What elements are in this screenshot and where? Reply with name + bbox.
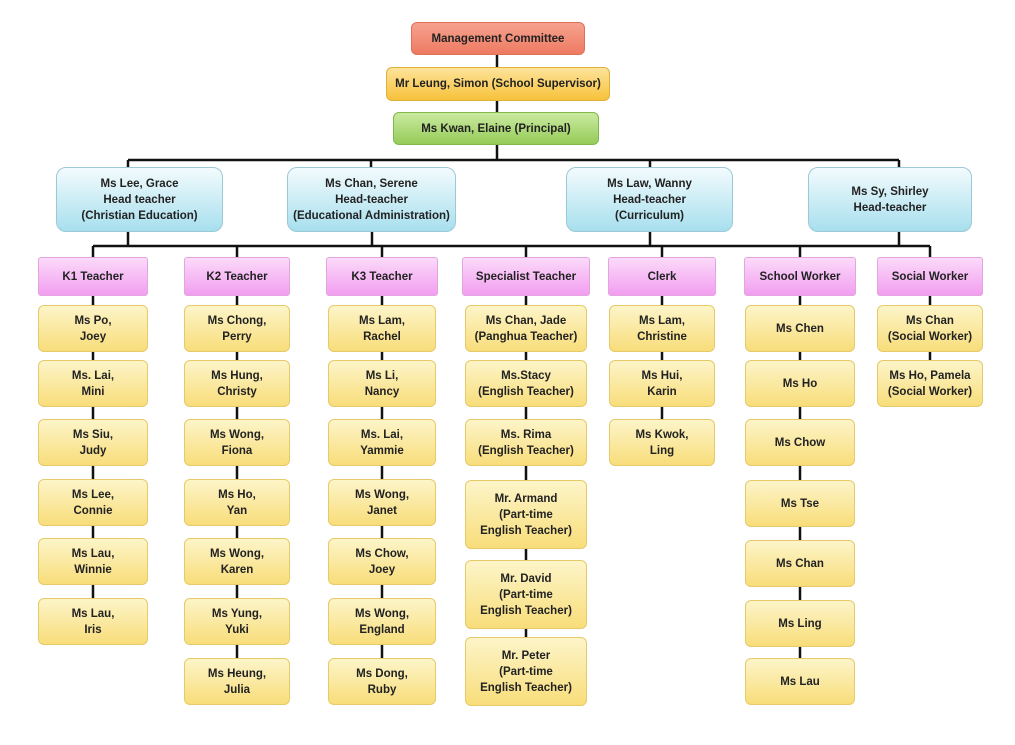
category-box: Specialist Teacher [462,257,590,296]
staff-box: Ms Chow, Joey [328,538,436,585]
staff-box: Ms Lau [745,658,855,705]
category-box: K2 Teacher [184,257,290,296]
category-box: K1 Teacher [38,257,148,296]
staff-box: Ms Chan, Jade (Panghua Teacher) [465,305,587,352]
head-teacher-box: Ms Lee, Grace Head teacher (Christian Ed… [56,167,223,232]
staff-box: Ms Chan (Social Worker) [877,305,983,352]
staff-box: Ms Wong, Karen [184,538,290,585]
staff-box: Ms Po, Joey [38,305,148,352]
staff-box: Mr. Armand (Part-time English Teacher) [465,480,587,549]
staff-box: Ms Chong, Perry [184,305,290,352]
staff-box: Mr. Peter (Part-time English Teacher) [465,637,587,706]
staff-box: Ms Ling [745,600,855,647]
head-teacher-box: Ms Chan, Serene Head-teacher (Educationa… [287,167,456,232]
staff-box: Ms Lau, Iris [38,598,148,645]
management-committee-box: Management Committee [411,22,585,55]
staff-box: Ms Chan [745,540,855,587]
staff-box: Ms Chen [745,305,855,352]
head-teacher-box: Ms Sy, Shirley Head-teacher [808,167,972,232]
staff-box: Ms Kwok, Ling [609,419,715,466]
staff-box: Ms Tse [745,480,855,527]
staff-box: Ms Hung, Christy [184,360,290,407]
category-box: Clerk [608,257,716,296]
staff-box: Ms Wong, England [328,598,436,645]
staff-box: Ms Yung, Yuki [184,598,290,645]
staff-box: Ms Lam, Rachel [328,305,436,352]
staff-box: Ms Siu, Judy [38,419,148,466]
staff-box: Ms Wong, Fiona [184,419,290,466]
staff-box: Mr. David (Part-time English Teacher) [465,560,587,629]
staff-box: Ms. Lai, Mini [38,360,148,407]
staff-box: Ms Lam, Christine [609,305,715,352]
staff-box: Ms Ho [745,360,855,407]
staff-box: Ms.Stacy (English Teacher) [465,360,587,407]
staff-box: Ms Hui, Karin [609,360,715,407]
staff-box: Ms Li, Nancy [328,360,436,407]
staff-box: Ms Lee, Connie [38,479,148,526]
staff-box: Ms. Lai, Yammie [328,419,436,466]
category-box: Social Worker [877,257,983,296]
principal-box: Ms Kwan, Elaine (Principal) [393,112,599,145]
staff-box: Ms Wong, Janet [328,479,436,526]
staff-box: Ms Dong, Ruby [328,658,436,705]
staff-box: Ms Heung, Julia [184,658,290,705]
category-box: School Worker [744,257,856,296]
staff-box: Ms. Rima (English Teacher) [465,419,587,466]
staff-box: Ms Ho, Yan [184,479,290,526]
category-box: K3 Teacher [326,257,438,296]
staff-box: Ms Ho, Pamela (Social Worker) [877,360,983,407]
staff-box: Ms Lau, Winnie [38,538,148,585]
supervisor-box: Mr Leung, Simon (School Supervisor) [386,67,610,101]
staff-box: Ms Chow [745,419,855,466]
head-teacher-box: Ms Law, Wanny Head-teacher (Curriculum) [566,167,733,232]
